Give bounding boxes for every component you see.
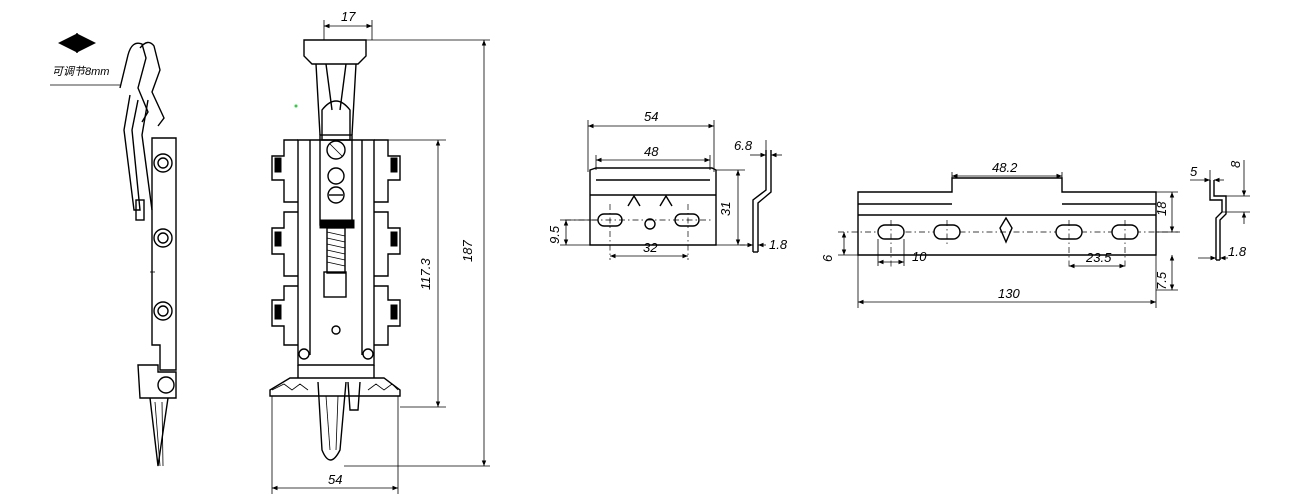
small-bracket-dimensions: 54 48 31 9.5 32 6.8 1.8 (547, 109, 788, 259)
side-view: 可调节8mm (50, 33, 177, 467)
dim-slot-span: 117.3 (418, 258, 433, 290)
small-bracket-front (565, 167, 717, 260)
dim-long-height: 18 (1154, 201, 1169, 216)
dim-bracket-hole-spacing: 32 (643, 240, 658, 255)
front-dimensions: 17 187 117.3 54 (271, 9, 490, 494)
dim-bracket-thickness: 1.8 (769, 237, 788, 252)
dim-bracket-height: 31 (718, 202, 733, 216)
dim-side-lip: 5 (1190, 164, 1198, 179)
dim-base-width: 54 (328, 472, 342, 487)
small-bracket-side (752, 150, 772, 253)
dim-overall-length: 130 (998, 286, 1020, 301)
dim-long-thickness: 1.8 (1228, 244, 1247, 259)
dim-bracket-hole-offset: 9.5 (547, 225, 562, 244)
dim-long-hole-offset: 6 (820, 254, 835, 262)
long-bracket-dimensions: 48.2 18 6 10 23.5 130 7.5 8 (820, 160, 1250, 308)
dim-side-top: 8 (1228, 160, 1243, 168)
adjust-note: 可调节8mm (52, 65, 109, 78)
long-bracket-side (1209, 180, 1227, 261)
dim-slot-width: 10 (912, 249, 927, 264)
front-view (269, 39, 401, 461)
dim-slot-length: 23.5 (1085, 250, 1112, 265)
spring-hatch (326, 231, 346, 267)
dim-overall-height: 187 (460, 240, 475, 262)
dim-bottom-offset: 7.5 (1154, 271, 1169, 290)
dim-top-width: 17 (341, 9, 356, 24)
dim-bracket-inner: 48 (644, 144, 659, 159)
dim-tab-width: 48.2 (992, 160, 1018, 175)
dim-bracket-flange: 6.8 (734, 138, 753, 153)
long-bracket-front (838, 177, 1180, 268)
dim-bracket-outer: 54 (644, 109, 658, 124)
